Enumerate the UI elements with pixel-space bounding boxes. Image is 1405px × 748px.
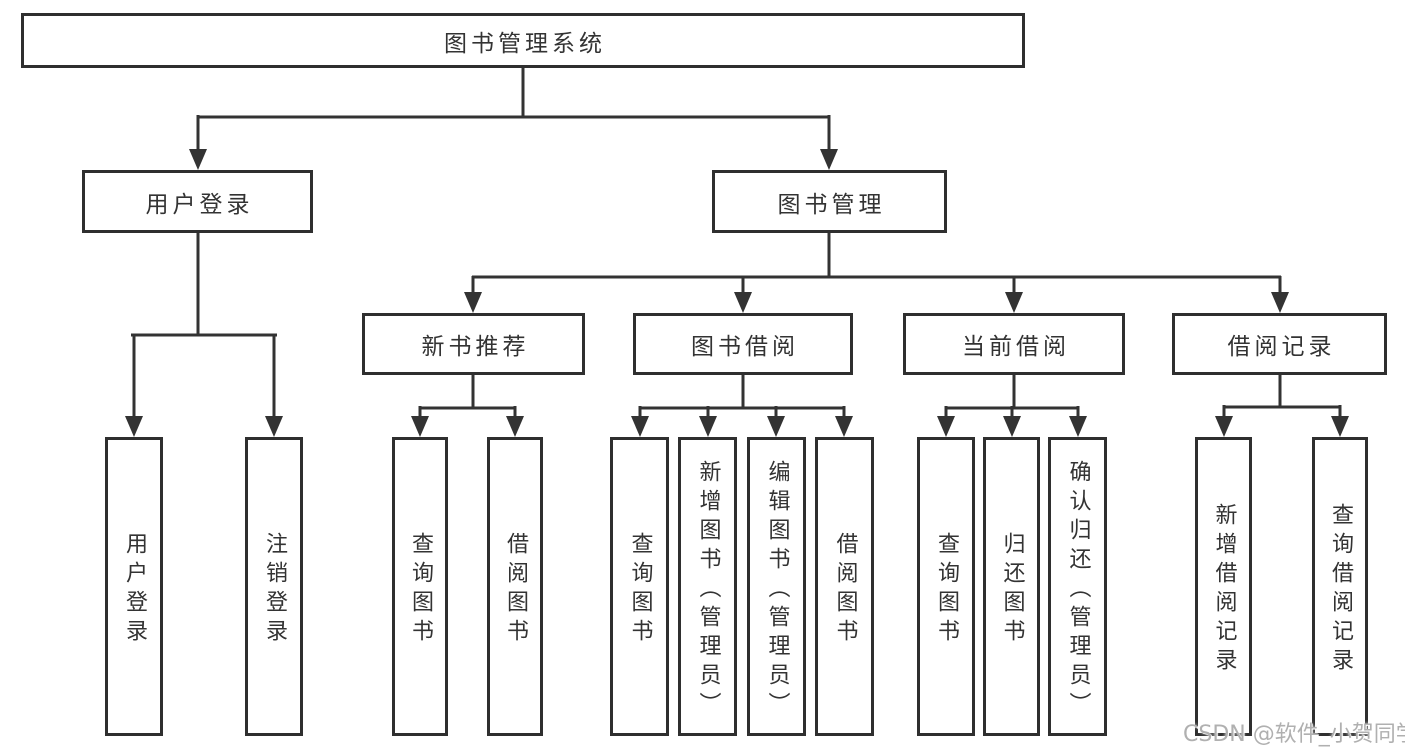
node-book-borrowing: 图书借阅 <box>633 313 853 375</box>
arrowhead <box>937 416 955 437</box>
node-label: 图书管理 <box>777 191 886 218</box>
node-library-management-system: 图书管理系统 <box>21 13 1025 68</box>
arrowhead <box>1271 292 1289 313</box>
arrowhead <box>767 416 785 437</box>
arrowhead <box>265 416 283 437</box>
node-label: 当前借阅 <box>962 334 1070 360</box>
node-label: 查询图书 <box>408 532 433 648</box>
node-label: 查询图书 <box>934 532 959 648</box>
node-label: 新增借阅记录 <box>1211 503 1237 677</box>
leaf-confirm-return-admin: 确认归还（管理员） <box>1048 437 1107 736</box>
node-label: 图书借阅 <box>691 334 799 360</box>
leaf-return-book: 归还图书 <box>983 437 1040 736</box>
node-label: 编辑图书（管理员） <box>764 459 790 721</box>
leaf-add-borrow-record: 新增借阅记录 <box>1195 437 1252 736</box>
leaf-borrow-book-newbooks: 借阅图书 <box>487 437 543 736</box>
node-label: 新书推荐 <box>421 334 530 360</box>
connector-path <box>131 68 1342 420</box>
node-new-book-recommendation: 新书推荐 <box>362 313 585 375</box>
node-label: 注销登录 <box>262 532 287 648</box>
arrowhead <box>631 416 649 437</box>
node-label: 借阅记录 <box>1227 334 1336 360</box>
arrowhead <box>820 149 838 170</box>
arrowhead <box>411 416 429 437</box>
leaf-query-book-borrowing: 查询图书 <box>610 437 669 736</box>
arrowhead <box>125 416 143 437</box>
node-current-borrowing: 当前借阅 <box>903 313 1125 375</box>
node-label: 借阅图书 <box>503 532 528 648</box>
arrowhead <box>464 292 482 313</box>
node-label: 查询借阅记录 <box>1328 503 1353 677</box>
leaf-logout: 注销登录 <box>245 437 303 736</box>
arrowhead <box>506 416 524 437</box>
node-label: 用户登录 <box>122 532 147 648</box>
arrowhead <box>1331 416 1349 437</box>
arrowhead <box>699 416 717 437</box>
node-label: 用户登录 <box>145 191 254 218</box>
leaf-query-book-current: 查询图书 <box>917 437 975 736</box>
arrowhead <box>835 416 853 437</box>
arrowhead <box>1069 416 1087 437</box>
node-label: 新增图书（管理员） <box>695 459 721 721</box>
leaf-query-borrow-record: 查询借阅记录 <box>1312 437 1368 736</box>
node-user-login: 用户登录 <box>82 170 313 233</box>
leaf-user-login: 用户登录 <box>105 437 163 736</box>
node-label: 查询图书 <box>627 532 653 648</box>
arrowhead <box>1215 416 1233 437</box>
node-label: 借阅图书 <box>832 532 858 648</box>
arrowhead <box>1005 292 1023 313</box>
node-label: 图书管理系统 <box>444 30 606 57</box>
node-label: 归还图书 <box>999 532 1025 648</box>
leaf-borrow-book-borrowing: 借阅图书 <box>815 437 874 736</box>
node-label: 确认归还（管理员） <box>1065 459 1091 721</box>
watermark: CSDN @软件_小贺同学 <box>1183 722 1405 747</box>
node-borrowing-records: 借阅记录 <box>1172 313 1387 375</box>
leaf-edit-book-admin: 编辑图书（管理员） <box>747 437 806 736</box>
arrowhead <box>189 149 207 170</box>
node-book-management: 图书管理 <box>712 170 947 233</box>
leaf-query-book-newbooks: 查询图书 <box>392 437 448 736</box>
arrowhead <box>1003 416 1021 437</box>
arrowhead <box>734 292 752 313</box>
leaf-add-book-admin: 新增图书（管理员） <box>678 437 737 736</box>
